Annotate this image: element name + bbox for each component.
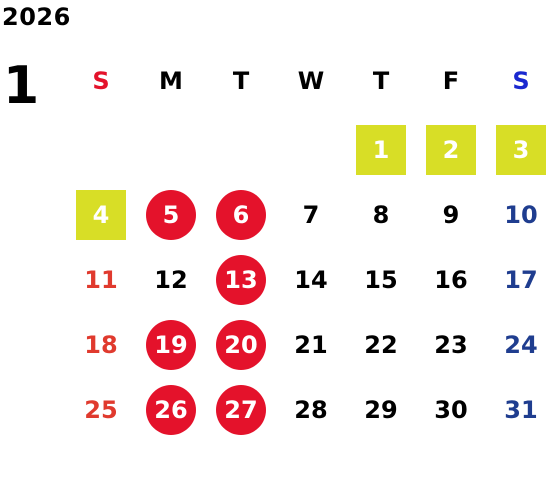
day-21: 21 xyxy=(294,331,328,359)
weekday-saturday: S xyxy=(512,67,530,95)
day-30: 30 xyxy=(434,396,468,424)
day-11: 11 xyxy=(84,266,118,294)
day-7: 7 xyxy=(302,201,320,229)
day-19: 19 xyxy=(146,320,196,370)
day-13: 13 xyxy=(216,255,266,305)
day-5: 5 xyxy=(146,190,196,240)
day-15: 15 xyxy=(364,266,398,294)
day-27: 27 xyxy=(216,385,266,435)
day-26: 26 xyxy=(146,385,196,435)
day-10: 10 xyxy=(504,201,538,229)
weekday-wednesday: W xyxy=(297,67,325,95)
day-1: 1 xyxy=(356,125,406,175)
month-number: 1 xyxy=(3,56,40,116)
day-6: 6 xyxy=(216,190,266,240)
day-31: 31 xyxy=(504,396,538,424)
day-29: 29 xyxy=(364,396,398,424)
day-23: 23 xyxy=(434,331,468,359)
day-9: 9 xyxy=(442,201,460,229)
day-4: 4 xyxy=(76,190,126,240)
day-16: 16 xyxy=(434,266,468,294)
day-8: 8 xyxy=(372,201,390,229)
day-20: 20 xyxy=(216,320,266,370)
day-28: 28 xyxy=(294,396,328,424)
weekday-friday: F xyxy=(442,67,460,95)
day-24: 24 xyxy=(504,331,538,359)
weekday-sunday: S xyxy=(92,67,110,95)
day-3: 3 xyxy=(496,125,546,175)
day-17: 17 xyxy=(504,266,538,294)
year-label: 2026 xyxy=(2,3,71,31)
day-12: 12 xyxy=(154,266,188,294)
day-22: 22 xyxy=(364,331,398,359)
day-25: 25 xyxy=(84,396,118,424)
day-14: 14 xyxy=(294,266,328,294)
day-18: 18 xyxy=(84,331,118,359)
day-2: 2 xyxy=(426,125,476,175)
weekday-tuesday: T xyxy=(232,67,250,95)
weekday-monday: M xyxy=(159,67,183,95)
weekday-thursday: T xyxy=(372,67,390,95)
